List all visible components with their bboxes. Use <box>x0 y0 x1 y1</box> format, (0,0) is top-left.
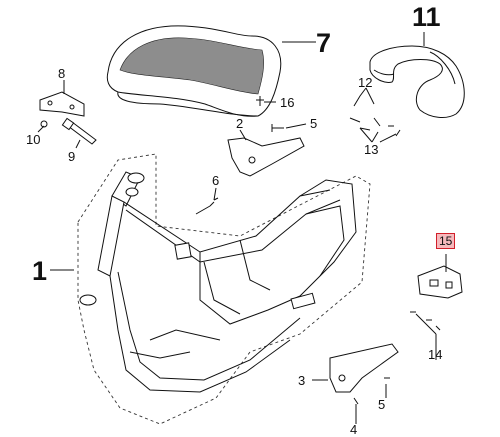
frame-part <box>77 153 371 425</box>
seat-part <box>106 25 282 117</box>
callout-5-upper: 5 <box>310 116 318 131</box>
callout-2: 2 <box>236 116 244 131</box>
callout-16: 16 <box>280 95 295 110</box>
callout-14: 14 <box>428 347 443 362</box>
grab-rail-part <box>369 45 465 118</box>
callout-13: 13 <box>364 142 379 157</box>
callout-10: 10 <box>26 132 41 147</box>
bracket-15-part <box>417 265 463 299</box>
callout-8: 8 <box>58 66 66 81</box>
callout-3: 3 <box>298 373 306 388</box>
callout-4: 4 <box>350 422 358 437</box>
screw-parts <box>195 96 441 405</box>
callout-6: 6 <box>212 173 220 188</box>
leader-lines <box>37 32 447 424</box>
callout-15: 15 <box>436 233 456 249</box>
callout-5-lower: 5 <box>378 397 386 412</box>
callout-12: 12 <box>358 75 373 90</box>
callout-11: 11 <box>412 2 441 32</box>
bracket-and-bolt-parts <box>39 91 97 145</box>
lower-plate-part <box>329 343 399 393</box>
callout-7: 7 <box>316 28 332 58</box>
callout-9: 9 <box>68 149 76 164</box>
callout-1: 1 <box>32 256 48 286</box>
side-cover-part <box>227 137 305 177</box>
